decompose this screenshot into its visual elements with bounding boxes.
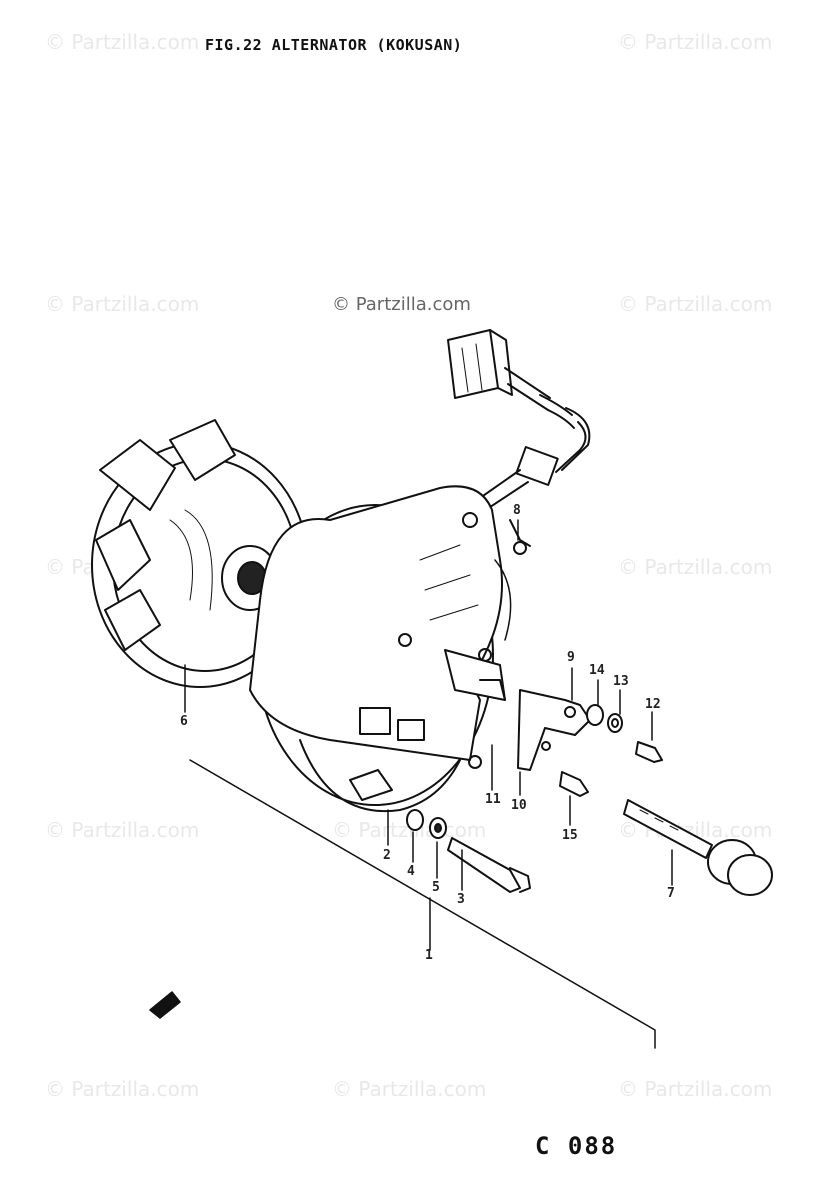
figure-title: FIG.22 ALTERNATOR (KOKUSAN) [205, 36, 463, 54]
diagram-code: C 088 [535, 1132, 618, 1160]
watermark: © Partzilla.com [618, 30, 773, 54]
callout-9: 9 [567, 650, 575, 665]
callout-7: 7 [667, 886, 675, 901]
bracket-and-screws [509, 519, 663, 797]
mounting-bolts [406, 799, 773, 896]
callout-6: 6 [180, 714, 188, 729]
rotor-flywheel [91, 419, 309, 688]
watermark: © Partzilla.com [45, 30, 200, 54]
watermark: © Partzilla.com [45, 818, 200, 842]
watermark: © Partzilla.com [618, 292, 773, 316]
callout-3: 3 [457, 892, 465, 907]
callout-8: 8 [513, 503, 521, 518]
callout-14: 14 [589, 663, 605, 678]
callout-11: 11 [485, 792, 501, 807]
callout-15: 15 [562, 828, 578, 843]
watermark-center: © Partzilla.com [332, 294, 471, 315]
callout-5: 5 [432, 880, 440, 895]
callout-13: 13 [613, 674, 629, 689]
callout-2: 2 [383, 848, 391, 863]
watermark: © Partzilla.com [332, 1077, 487, 1101]
watermark: © Partzilla.com [618, 1077, 773, 1101]
stator-assembly [249, 485, 512, 813]
leader-lines [149, 519, 673, 1049]
callout-4: 4 [407, 864, 415, 879]
watermark: © Partzilla.com [45, 292, 200, 316]
callout-12: 12 [645, 697, 661, 712]
wire-connector [447, 329, 591, 516]
callout-10: 10 [511, 798, 527, 813]
callout-1: 1 [425, 948, 433, 963]
watermark: © Partzilla.com [45, 1077, 200, 1101]
watermark: © Partzilla.com [618, 555, 773, 579]
